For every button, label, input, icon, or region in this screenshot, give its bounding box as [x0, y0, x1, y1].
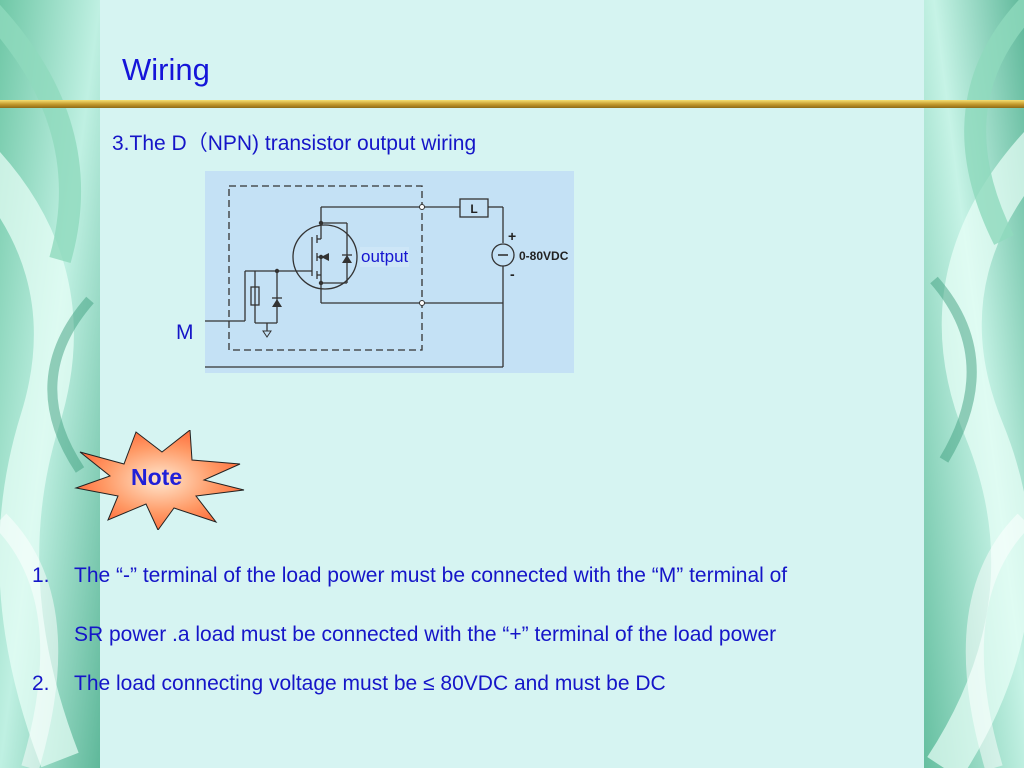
slide-title: Wiring	[122, 52, 210, 87]
output-label: output	[360, 247, 410, 267]
load-label: L	[470, 202, 477, 216]
note-item-1-line2: SR power .a load must be connected with …	[74, 623, 777, 646]
section-subtitle: 3.The D（NPN) transistor output wiring	[112, 132, 477, 155]
wiring-diagram: L 0-80VDC + -	[205, 171, 574, 373]
slide-content-area	[100, 0, 924, 768]
minus-sign: -	[510, 266, 515, 282]
title-divider	[0, 100, 1024, 108]
right-decorative-panel	[924, 0, 1024, 768]
note-item-2-number: 2.	[32, 672, 50, 695]
note-item-1-line1: The “-” terminal of the load power must …	[74, 564, 788, 587]
left-decorative-panel	[0, 0, 100, 768]
note-item-2-line1: The load connecting voltage must be ≤ 80…	[74, 672, 666, 695]
plus-sign: +	[508, 228, 516, 244]
note-item-1-number: 1.	[32, 564, 50, 587]
m-terminal-label: M	[176, 321, 194, 344]
note-label: Note	[131, 464, 183, 490]
note-starburst-icon	[74, 430, 245, 530]
voltage-label: 0-80VDC	[519, 249, 569, 263]
wiring-diagram-svg: L 0-80VDC + -	[205, 185, 569, 368]
